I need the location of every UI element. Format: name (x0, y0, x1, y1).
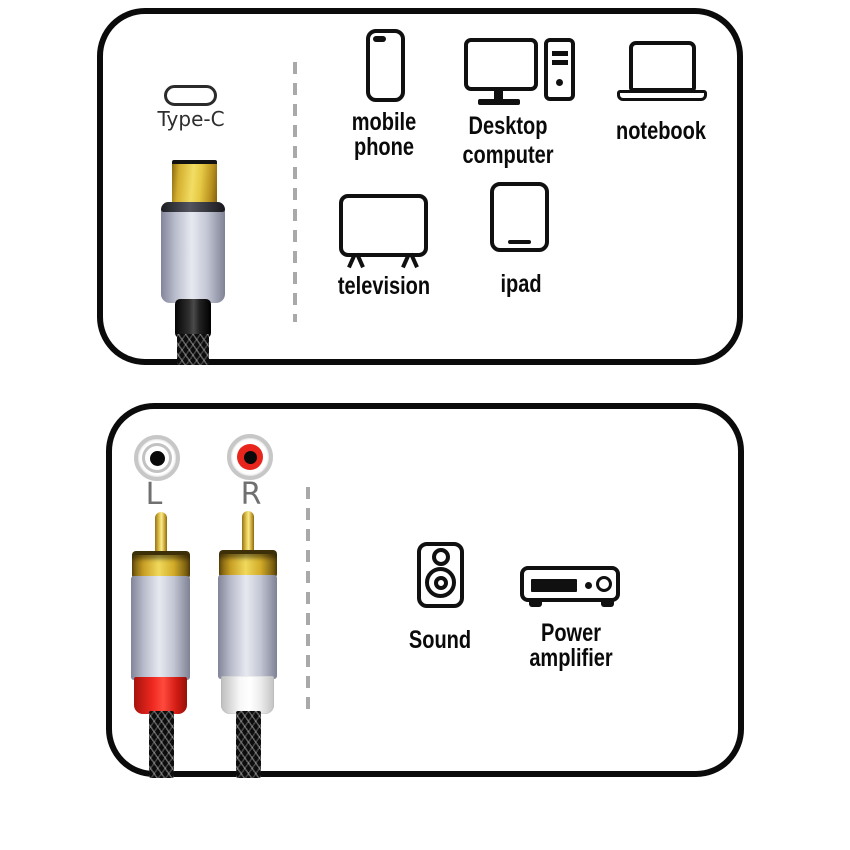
top-divider-dashed-line (293, 62, 297, 322)
tv-leg-right (401, 252, 419, 269)
desktop-computer-icon (464, 38, 538, 91)
rca-left-body (131, 576, 190, 680)
sound-label: Sound (408, 626, 472, 654)
power-amplifier-icon (520, 566, 620, 602)
amp-foot-left (529, 600, 542, 607)
rca-right-body (218, 575, 277, 679)
rca-jack-white-icon (134, 435, 180, 481)
amp-small-dot (585, 582, 592, 589)
television-icon (339, 194, 428, 257)
tower-slot (552, 60, 568, 65)
mobile-phone-icon (366, 29, 405, 102)
desktop-computer-label: Desktop computer (462, 112, 554, 169)
amp-display (531, 579, 577, 592)
type-c-port-icon (164, 85, 217, 106)
type-c-strain-relief (175, 299, 211, 338)
left-channel-label: L (145, 477, 163, 512)
type-c-gold-tongue (172, 160, 217, 207)
rca-left-red-band (134, 677, 187, 714)
speaker-woofer (425, 567, 456, 598)
type-c-body-joint (161, 202, 225, 212)
power-amplifier-label: Power amplifier (529, 619, 613, 672)
rca-left-cable (149, 711, 174, 778)
rca-right-pin (242, 511, 254, 556)
rca-right-cable (236, 711, 261, 778)
ipad-label: ipad (500, 270, 542, 298)
television-label: television (337, 272, 431, 300)
amp-knob (596, 576, 612, 592)
phone-camera-dot (373, 36, 386, 42)
right-channel-label: R (240, 477, 262, 512)
tv-leg-left (347, 252, 365, 269)
ipad-home-bar (508, 240, 531, 244)
monitor-stand-neck (494, 91, 503, 100)
type-c-label: Type-C (157, 107, 225, 131)
notebook-icon (629, 41, 696, 92)
mobile-phone-label: mobile phone (351, 108, 417, 161)
type-c-braided-cable (177, 334, 209, 365)
monitor-stand-base (478, 99, 520, 105)
computer-tower-icon (544, 38, 575, 101)
type-c-metal-body (161, 202, 225, 303)
rca-jack-red-icon (227, 434, 273, 480)
bottom-divider-dashed-line (306, 487, 310, 713)
notebook-base (617, 90, 707, 101)
tower-slot (552, 51, 568, 56)
rca-right-white-band (221, 676, 274, 714)
rca-right-collar (219, 550, 277, 578)
rca-left-collar (132, 551, 190, 579)
rca-left-pin (155, 512, 167, 557)
notebook-label: notebook (616, 117, 706, 145)
tower-power-dot (556, 79, 563, 86)
ipad-icon (490, 182, 549, 252)
speaker-tweeter (432, 548, 450, 566)
amp-foot-right (601, 600, 614, 607)
speaker-icon (417, 542, 464, 608)
